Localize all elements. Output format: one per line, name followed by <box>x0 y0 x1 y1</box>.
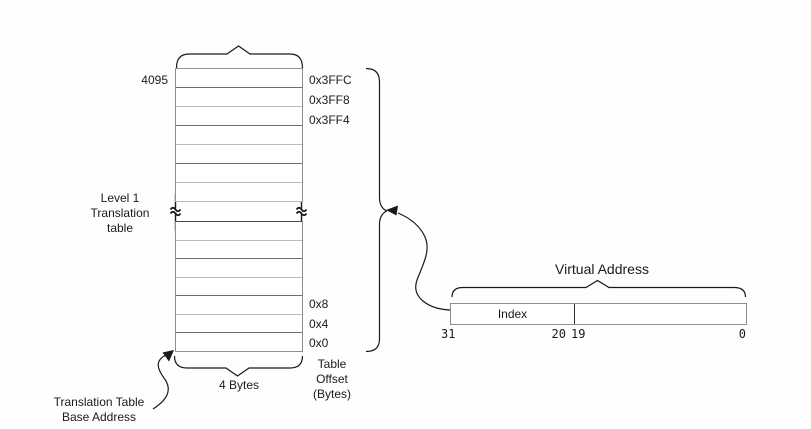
virtual-address-title: Virtual Address <box>555 261 649 277</box>
table-entry-row <box>176 315 302 334</box>
entry-width-label: 4 Bytes <box>218 378 260 392</box>
table-entry-row <box>176 69 302 88</box>
table-entry-row <box>176 126 302 145</box>
table-entry-row <box>176 241 302 260</box>
va-bit-20-label: 20 <box>551 327 566 341</box>
va-span-brace <box>451 279 747 298</box>
index-to-table-arrow <box>386 205 451 311</box>
table-entry-row <box>176 333 302 351</box>
virtual-address-box: Index <box>450 303 747 325</box>
va-low-bits-field <box>575 304 746 324</box>
va-bit-31-label: 31 <box>441 327 456 341</box>
table-offset-caption: Table Offset (Bytes) <box>312 357 351 401</box>
base-address-label: Translation Table Base Address <box>53 395 145 424</box>
offset-label-0x3ffc: 0x3FFC <box>309 73 352 87</box>
table-entry-row <box>176 259 302 278</box>
va-bit-19-label: 19 <box>571 327 586 341</box>
offset-label-0x4: 0x4 <box>309 317 329 331</box>
table-entry-row <box>176 183 302 201</box>
top-entry-index-label: 4095 <box>141 73 168 87</box>
table-entry-row <box>176 145 302 164</box>
table-entry-row <box>176 278 302 297</box>
offset-label-0x0: 0x0 <box>309 336 329 350</box>
table-entry-row <box>176 164 302 183</box>
base-address-arrow <box>152 350 174 410</box>
offset-label-0x3ff8: 0x3FF8 <box>309 93 350 107</box>
translation-table-upper <box>175 68 303 202</box>
offset-label-0x8: 0x8 <box>309 297 329 311</box>
table-name-label: Level 1 Translation table <box>90 191 150 235</box>
translation-table-lower <box>175 221 303 352</box>
table-entry-row <box>176 296 302 315</box>
table-span-brace <box>365 67 388 353</box>
entry-size-brace <box>173 355 304 377</box>
table-entry-row <box>176 88 302 107</box>
offset-label-0x3ff4: 0x3FF4 <box>309 113 350 127</box>
va-index-field: Index <box>451 304 575 324</box>
va-bit-0-label: 0 <box>738 327 746 341</box>
table-entry-row <box>176 107 302 126</box>
table-entry-row <box>176 222 302 241</box>
table-width-brace-top <box>175 45 304 69</box>
